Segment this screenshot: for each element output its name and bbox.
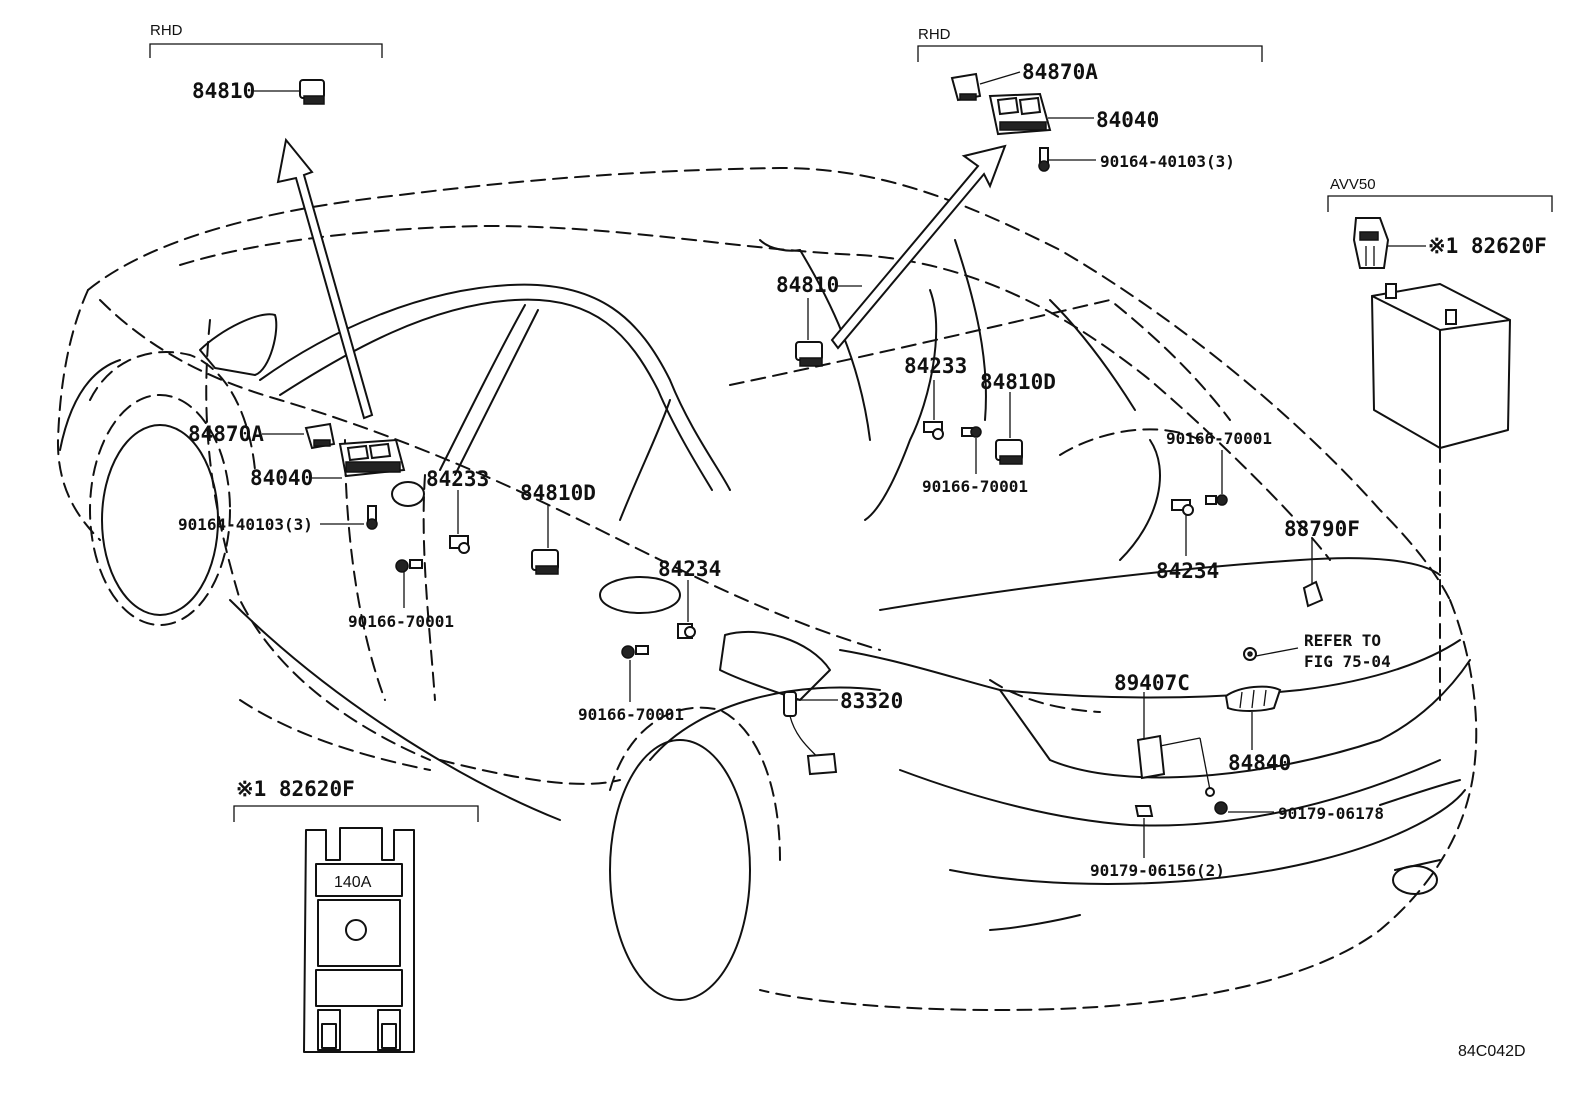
label-82620F-top: ※1 82620F bbox=[1428, 234, 1547, 258]
switch-84234-right-part bbox=[1171, 494, 1228, 516]
arrow-to-rhd-left bbox=[276, 137, 374, 420]
label-90179-a: 90179-06178 bbox=[1278, 804, 1384, 823]
sensor-88790F-part bbox=[1302, 580, 1324, 608]
label-84810-mid: 84810 bbox=[776, 273, 839, 297]
label-90164-left: 90164-40103(3) bbox=[178, 515, 313, 534]
fuse-rating-label: 140A bbox=[334, 874, 372, 891]
arrow-to-rhd-right bbox=[830, 144, 1007, 350]
fuse-detail-drawing bbox=[303, 827, 415, 1053]
figure-code: 84C042D bbox=[1458, 1043, 1526, 1060]
label-90166-lower: 90166-70001 bbox=[578, 705, 684, 724]
screw-90164-top-part bbox=[1038, 147, 1050, 172]
battery-part bbox=[1371, 283, 1511, 701]
nut-90179-b-part bbox=[1134, 805, 1154, 817]
height-sensor-89407C-part bbox=[1136, 734, 1228, 815]
switch-84840-part bbox=[1224, 685, 1282, 712]
switch-84810-mid-part bbox=[795, 341, 823, 367]
switch-84870A-top-part bbox=[950, 72, 982, 102]
label-84234-left: 84234 bbox=[658, 557, 721, 581]
master-switch-84040-left-part bbox=[338, 438, 425, 507]
bolt-90166-right-part bbox=[961, 426, 982, 438]
bolt-90166-lower-part bbox=[621, 645, 649, 659]
label-84040-left: 84040 bbox=[250, 466, 313, 490]
group-brackets bbox=[149, 43, 1553, 822]
screw-90164-left-part bbox=[366, 505, 378, 530]
group-label-rhd-left: RHD bbox=[150, 22, 183, 39]
switch-84810-top-part bbox=[299, 79, 325, 105]
clip-refer-part bbox=[1243, 647, 1257, 661]
label-90164-top: 90164-40103(3) bbox=[1100, 152, 1235, 171]
label-89407C: 89407C bbox=[1114, 671, 1190, 695]
bolt-90166-left-part bbox=[395, 559, 423, 573]
switch-84234-left-part bbox=[677, 623, 696, 639]
switch-84870A-left-part bbox=[304, 422, 336, 450]
fuse-82620F-top-part bbox=[1352, 217, 1390, 269]
label-83320: 83320 bbox=[840, 689, 903, 713]
label-90166-left: 90166-70001 bbox=[348, 612, 454, 631]
label-84233-left: 84233 bbox=[426, 467, 489, 491]
sensor-83320-part bbox=[783, 691, 838, 776]
label-84810D-left: 84810D bbox=[520, 481, 596, 505]
leader-lines bbox=[254, 71, 1426, 858]
label-refer-line2: FIG 75-04 bbox=[1304, 652, 1391, 671]
label-84233-right: 84233 bbox=[904, 354, 967, 378]
label-90166-right: 90166-70001 bbox=[922, 477, 1028, 496]
label-84234-right: 84234 bbox=[1156, 559, 1219, 583]
switch-84810D-right-part bbox=[995, 439, 1023, 465]
master-switch-84040-top-part bbox=[988, 92, 1052, 136]
switch-84233-right-part bbox=[923, 421, 944, 440]
car-body-outline bbox=[56, 167, 1478, 1011]
label-refer-line1: REFER TO bbox=[1304, 631, 1381, 650]
label-88790F: 88790F bbox=[1284, 517, 1360, 541]
label-84870A-left: 84870A bbox=[188, 422, 264, 446]
detail-title: ※1 82620F bbox=[236, 777, 355, 801]
label-90179-b: 90179-06156(2) bbox=[1090, 861, 1225, 880]
group-label-avv50: AVV50 bbox=[1330, 176, 1376, 193]
switch-84810D-left-part bbox=[531, 549, 559, 575]
label-90166-far: 90166-70001 bbox=[1166, 429, 1272, 448]
label-84810D-right: 84810D bbox=[980, 370, 1056, 394]
switch-84233-left-part bbox=[449, 535, 470, 554]
label-84840: 84840 bbox=[1228, 751, 1291, 775]
label-84040-top: 84040 bbox=[1096, 108, 1159, 132]
label-84810-top: 84810 bbox=[192, 79, 255, 103]
label-84870A-top: 84870A bbox=[1022, 60, 1098, 84]
group-label-rhd-right: RHD bbox=[918, 26, 951, 43]
